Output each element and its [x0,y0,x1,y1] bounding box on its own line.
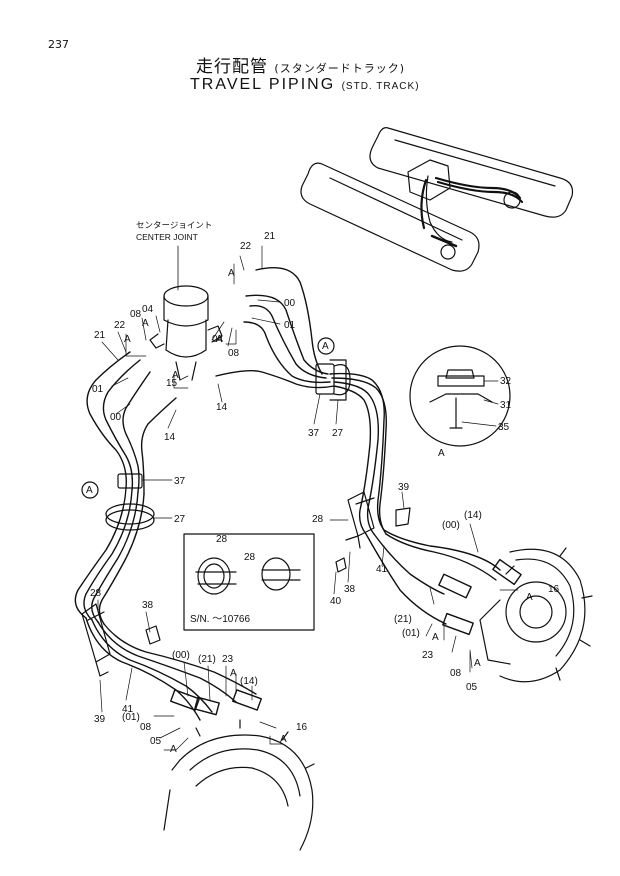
callout-41-left: 41 [122,704,134,715]
label-a-2: A [142,318,149,329]
label-a-11: A [280,734,287,745]
callout-32: 32 [500,376,512,387]
upper-hoses [215,267,387,535]
clamp-28-right [335,491,411,573]
callout-08-lower-left: 08 [140,722,152,733]
label-a-7: A [432,632,439,643]
label-a-4: A [124,334,131,345]
callout-38-right: 38 [344,584,356,595]
callout-37-left: 37 [174,476,186,487]
callout-21-left: 21 [94,330,106,341]
clamp-27-upper [315,359,351,401]
callout-35: 35 [498,422,510,433]
callout-08-right: 08 [228,348,240,359]
label-a-3: A [216,334,223,345]
callout-38-left: 38 [142,600,154,611]
callout-31: 31 [500,400,512,411]
page-number: 237 [48,38,69,51]
callout-28-left: 28 [90,588,102,599]
callout-39-left: 39 [94,714,106,725]
view-marker-a-left: A [86,485,93,496]
callout-00-right: (00) [442,520,460,531]
callout-23-left: 23 [222,654,234,665]
callout-41-right: 41 [376,564,388,575]
callout-08-left: 08 [130,309,142,320]
callout-16-right: 16 [548,584,560,595]
left-hoses [74,351,177,625]
callout-27-left: 27 [174,514,186,525]
callout-01-left: 01 [92,384,104,395]
callout-01-upper: 01 [284,320,296,331]
callout-21-right: (21) [394,614,412,625]
callout-21-upper: 21 [264,231,276,242]
callout-01-lower-left: (01) [122,712,140,723]
callout-28-right: 28 [312,514,324,525]
callout-28-inset-b: 28 [244,552,256,563]
clamp-28-left [81,603,161,677]
label-a-6: A [526,592,533,603]
title-english: TRAVEL PIPING (STD. TRACK) [190,76,420,94]
detail-a-view [409,345,511,447]
title-japanese: 走行配管 (スタンダードトラック) [196,52,405,77]
callout-39-right: 39 [398,482,410,493]
right-travel-motor [479,547,593,683]
label-a-5: A [172,370,179,381]
label-a-10: A [170,744,177,755]
label-a-8: A [474,658,481,669]
serial-note: S/N. ～10766 [190,614,250,625]
label-a-1: A [228,268,235,279]
label-a-9: A [230,668,237,679]
callout-14-lower-left: (14) [240,676,258,687]
callout-23-right: 23 [422,650,434,661]
callout-22-left: 22 [114,320,126,331]
callout-21-lower-left: (21) [198,654,216,665]
callout-08-lower-right: 08 [450,668,462,679]
callout-14-left: 14 [164,432,176,443]
clamp-27-left [105,473,155,531]
left-lower-hoses [85,617,262,721]
callout-37-upper: 37 [308,428,320,439]
callout-05-right: 05 [466,682,478,693]
left-travel-motor [163,719,315,851]
serial-inset [183,533,315,631]
callout-00-left: 00 [110,412,122,423]
detail-a-label: A [438,448,445,459]
view-marker-a-upper: A [322,341,329,352]
callout-14-center: 14 [216,402,228,413]
callout-40: 40 [330,596,342,607]
title-jp-main: 走行配管 [196,57,268,77]
right-lower-hoses [365,529,522,636]
title-jp-sub: (スタンダードトラック) [274,62,405,75]
callout-16-left: 16 [296,722,308,733]
center-joint-body [149,245,223,381]
callout-15: 15 [166,378,178,389]
callout-04-left: 04 [142,304,154,315]
title-en-sub: (STD. TRACK) [341,81,420,92]
callout-27-upper: 27 [332,428,344,439]
callout-00-lower-left: (00) [172,650,190,661]
title-en-main: TRAVEL PIPING [190,76,336,93]
view-marker-circle-upper [317,337,335,355]
leader-lines [97,245,519,739]
bracket-lines [125,263,471,751]
view-marker-circle-left [81,481,99,499]
callout-01-right: (01) [402,628,420,639]
callout-00-upper: 00 [284,298,296,309]
callout-14-right: (14) [464,510,482,521]
undercarriage-overview-sketch [300,127,574,272]
center-joint-jp-label: センタージョイント [136,220,212,230]
callout-28-inset-a: 28 [216,534,228,545]
callout-04-right: 04 [212,334,224,345]
center-joint-en-label: CENTER JOINT [136,232,198,242]
callout-05-left: 05 [150,736,162,747]
callout-22-upper: 22 [240,241,252,252]
